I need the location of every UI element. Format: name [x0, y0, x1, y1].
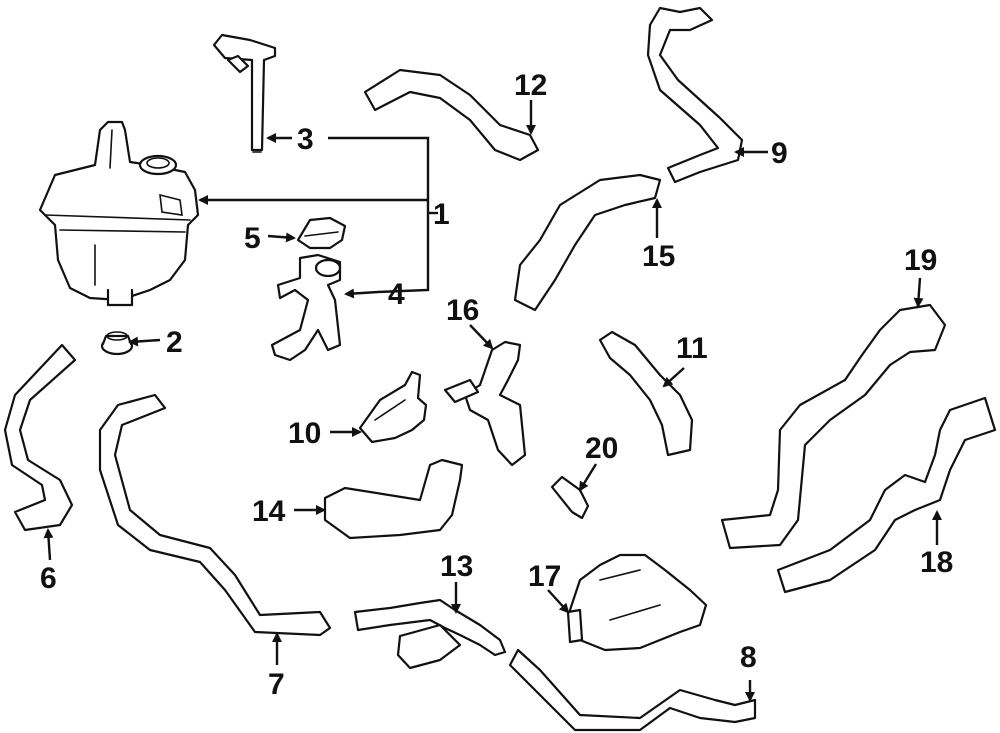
callout-11: 11	[676, 332, 708, 365]
hose-19	[720, 303, 947, 550]
hose-6	[3, 343, 77, 532]
callout-1: 1	[433, 198, 450, 231]
hose-13	[353, 598, 507, 670]
callout-18: 18	[920, 546, 953, 579]
water-outlet-assembly	[566, 553, 708, 652]
pressure-cap	[296, 216, 347, 250]
callout-14: 14	[252, 495, 286, 528]
hose-15	[513, 173, 662, 312]
callout-13: 13	[440, 550, 473, 583]
callout-2: 2	[166, 326, 183, 359]
coolant-reservoir	[38, 120, 200, 307]
temperature-sensor-20	[550, 475, 590, 520]
callout-17: 17	[528, 560, 561, 593]
callout-5: 5	[244, 222, 261, 255]
callout-10: 10	[288, 417, 321, 450]
hose-14	[323, 458, 464, 540]
callout-16: 16	[446, 294, 479, 327]
hose-9	[646, 6, 744, 184]
callout-8: 8	[740, 641, 757, 674]
callout-3: 3	[297, 123, 314, 156]
leader-lines	[43, 100, 942, 702]
hose-18	[776, 396, 997, 594]
hose-7	[98, 393, 332, 637]
hose-11	[598, 330, 694, 457]
hose-12	[363, 68, 540, 162]
hose-8	[508, 648, 757, 732]
callout-6: 6	[40, 562, 57, 595]
callout-4: 4	[388, 278, 405, 311]
thermostat-housing-16	[443, 340, 527, 467]
coolant-outlet-fitting	[270, 253, 342, 362]
vent-tube	[212, 33, 277, 153]
connector-10	[358, 370, 428, 444]
callouts: 1 2 3 4 5 6 7 8 9 10 11 12 13 14 15 16 1…	[40, 69, 953, 701]
reservoir-grommet	[100, 331, 134, 356]
callout-7: 7	[268, 668, 285, 701]
callout-9: 9	[771, 137, 788, 170]
callout-12: 12	[514, 69, 547, 102]
callout-20: 20	[585, 432, 618, 465]
callout-19: 19	[904, 244, 937, 277]
callout-15: 15	[642, 240, 675, 273]
